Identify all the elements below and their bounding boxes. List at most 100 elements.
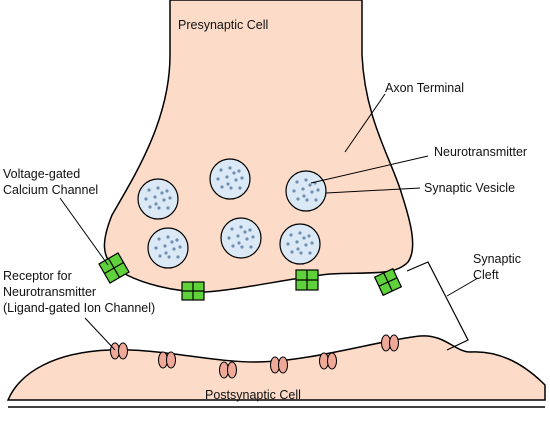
neurotransmitter-molecule xyxy=(228,166,232,170)
neurotransmitter-molecule xyxy=(166,235,170,239)
calcium-channel-pointer xyxy=(59,197,109,266)
neurotransmitter-molecule xyxy=(168,196,172,200)
label-synaptic-vesicle: Synaptic Vesicle xyxy=(424,181,515,195)
receptor-channel xyxy=(158,351,176,369)
label-receptor-3: (Ligand-gated Ion Channel) xyxy=(3,301,155,315)
neurotransmitter-molecule xyxy=(289,233,293,237)
label-neurotransmitter: Neurotransmitter xyxy=(434,145,527,159)
neurotransmitter-molecule xyxy=(154,246,158,250)
neurotransmitter-molecule xyxy=(236,234,240,238)
neurotransmitter-molecule xyxy=(229,186,233,190)
label-voltage-gated-2: Calcium Channel xyxy=(3,183,98,197)
synaptic-vesicle-pointer xyxy=(325,187,421,194)
neurotransmitter-molecule xyxy=(301,187,305,191)
neurotransmitter-molecule xyxy=(237,241,241,245)
neurotransmitter-molecule xyxy=(227,236,231,240)
neurotransmitter-molecule xyxy=(234,178,238,182)
neurotransmitter-molecule xyxy=(240,245,244,249)
neurotransmitter-molecule xyxy=(249,245,253,249)
neurotransmitter-molecule xyxy=(286,242,290,246)
receptor-pointer xyxy=(84,317,116,351)
neurotransmitter-molecule xyxy=(302,236,306,240)
label-voltage-gated-1: Voltage-gated xyxy=(3,167,80,181)
axon-terminal-pointer xyxy=(344,93,386,153)
neurotransmitter-molecule xyxy=(164,251,168,255)
neurotransmitter-molecule xyxy=(251,235,255,239)
neurotransmitter-molecule xyxy=(230,227,234,231)
label-axon-terminal: Axon Terminal xyxy=(385,81,464,95)
neurotransmitter-molecule xyxy=(292,189,296,193)
neurotransmitter-molecule xyxy=(172,247,176,251)
synaptic-vesicle xyxy=(147,227,189,269)
receptor-channel xyxy=(270,356,288,374)
neurotransmitter-molecule xyxy=(232,171,236,175)
calcium-channel xyxy=(295,269,319,291)
neurotransmitter-molecule xyxy=(170,240,174,244)
neurotransmitter-molecule xyxy=(245,237,249,241)
neurotransmitter-molecule xyxy=(310,190,314,194)
neurotransmitter-molecule xyxy=(248,228,252,232)
neurotransmitter-molecule xyxy=(178,245,182,249)
neurotransmitter-molecule xyxy=(290,250,294,254)
neurotransmitter-molecule xyxy=(225,175,229,179)
neurotransmitter-molecule xyxy=(316,188,320,192)
receptor-channel xyxy=(381,334,399,352)
label-synaptic-cleft-2: Cleft xyxy=(473,268,499,282)
label-synaptic-cleft-1: Synaptic xyxy=(473,252,521,266)
neurotransmitter-molecule xyxy=(166,206,170,210)
neurotransmitter-molecule xyxy=(299,251,303,255)
neurotransmitter-molecule xyxy=(238,186,242,190)
neurotransmitter-molecule xyxy=(160,191,164,195)
synaptic-vesicle xyxy=(279,223,321,265)
neurotransmitter-molecule xyxy=(154,202,158,206)
neurotransmitter-molecule xyxy=(216,177,220,181)
neurotransmitter-molecule xyxy=(162,198,166,202)
neurotransmitter-molecule xyxy=(298,231,302,235)
neurotransmitter-molecule xyxy=(163,244,167,248)
label-receptor-2: Neurotransmitter xyxy=(3,285,96,299)
neurotransmitter-molecule xyxy=(308,251,312,255)
label-presynaptic-cell: Presynaptic Cell xyxy=(178,18,268,32)
calcium-channel xyxy=(181,281,205,301)
neurotransmitter-molecule xyxy=(148,205,152,209)
receptor-channel xyxy=(219,361,237,379)
receptor-channel xyxy=(110,342,128,360)
neurotransmitter-molecule xyxy=(153,195,157,199)
neurotransmitter-molecule xyxy=(302,194,306,198)
neurotransmitter-molecule xyxy=(304,178,308,182)
synaptic-vesicles xyxy=(137,158,327,269)
neurotransmitter-molecule xyxy=(165,189,169,193)
neurotransmitter-molecule xyxy=(231,244,235,248)
neurotransmitter-molecule xyxy=(219,168,223,172)
neurotransmitter-molecule xyxy=(310,241,314,245)
neurotransmitter-molecule xyxy=(144,197,148,201)
neurotransmitter-molecule xyxy=(295,240,299,244)
neurotransmitter-molecule xyxy=(220,185,224,189)
neurotransmitter-molecule xyxy=(226,182,230,186)
label-postsynaptic-cell: Postsynaptic Cell xyxy=(205,388,301,402)
synaptic-vesicle xyxy=(209,158,251,200)
calcium-channel xyxy=(373,267,403,297)
neurotransmitter-molecule xyxy=(157,237,161,241)
synaptic-vesicle xyxy=(220,217,262,259)
neurotransmitter-molecule xyxy=(296,247,300,251)
neurotransmitter-molecule xyxy=(239,225,243,229)
receptor-channel xyxy=(319,352,337,370)
neurotransmitter-molecule xyxy=(147,188,151,192)
synaptic-vesicle xyxy=(285,170,327,212)
calcium-channel xyxy=(98,252,130,284)
neurotransmitter-molecule xyxy=(175,238,179,242)
neurotransmitter-molecule xyxy=(308,183,312,187)
neurotransmitter-molecule xyxy=(314,198,318,202)
neurotransmitter-molecule xyxy=(240,176,244,180)
neurotransmitter-molecule xyxy=(307,234,311,238)
label-receptor-1: Receptor for xyxy=(3,269,72,283)
neurotransmitter-molecule xyxy=(176,255,180,259)
synaptic-vesicle xyxy=(137,178,179,220)
neurotransmitter-molecule xyxy=(157,206,161,210)
synaptic-cleft-bracket xyxy=(406,261,469,351)
neurotransmitter-pointer xyxy=(310,155,429,184)
neurotransmitter-molecule xyxy=(296,197,300,201)
neurotransmitter-molecule xyxy=(243,230,247,234)
